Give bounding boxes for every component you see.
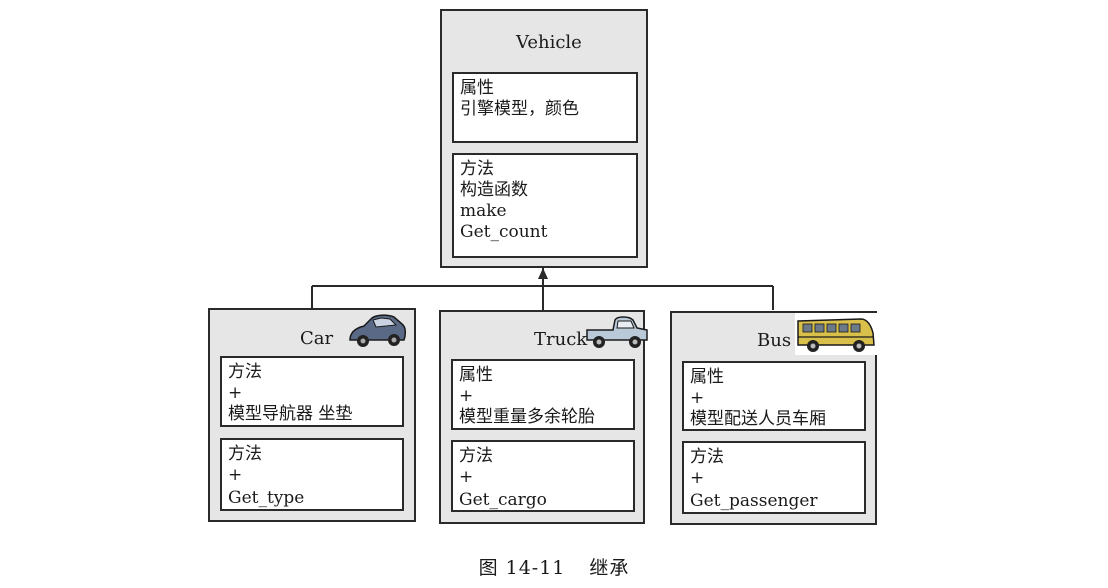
truck-section-2-heading: 方法 xyxy=(459,446,493,466)
bus-section-1-heading: 属性 xyxy=(690,367,724,387)
vehicle-methods-section: 方法 构造函数 make Get_count xyxy=(452,153,638,258)
truck-section-1-plus: + xyxy=(459,386,474,406)
vehicle-method-constructor: 构造函数 xyxy=(460,180,528,200)
bus-icon xyxy=(795,313,877,355)
truck-section-1-heading: 属性 xyxy=(459,365,493,385)
figure-number: 图 14-11 xyxy=(478,557,566,579)
inheritance-arrowhead xyxy=(538,268,548,279)
vehicle-method-make: make xyxy=(460,201,507,221)
figure-title: 继承 xyxy=(589,557,630,579)
bus-section-2-heading: 方法 xyxy=(690,447,724,467)
truck-section-2-plus: + xyxy=(459,467,474,487)
bus-section-1: 属性 + 模型配送人员车厢 xyxy=(682,361,866,431)
truck-section-1: 属性 + 模型重量多余轮胎 xyxy=(451,359,635,430)
figure-caption: 图 14-11 继承 xyxy=(0,553,1108,580)
bus-class-box: Bus 属性 + 模型配送人员车厢 方法 + Get_passenger xyxy=(670,311,877,525)
vehicle-attributes-heading: 属性 xyxy=(460,78,494,98)
car-icon xyxy=(349,314,407,347)
bus-section-1-members: 模型配送人员车厢 xyxy=(690,409,826,429)
truck-section-1-members: 模型重量多余轮胎 xyxy=(459,407,595,427)
vehicle-attributes-line: 引擎模型，颜色 xyxy=(460,99,579,119)
bus-section-1-plus: + xyxy=(690,388,705,408)
truck-method-get-cargo: Get_cargo xyxy=(459,490,547,510)
car-method-get-type: Get_type xyxy=(228,488,305,508)
bus-class-title: Bus xyxy=(757,330,792,351)
car-section-1: 方法 + 模型导航器 坐垫 xyxy=(220,356,404,427)
car-section-1-plus: + xyxy=(228,383,243,403)
truck-class-title: Truck xyxy=(534,329,588,350)
car-class-title: Car xyxy=(300,328,334,349)
car-section-2-heading: 方法 xyxy=(228,444,262,464)
car-section-1-members: 模型导航器 坐垫 xyxy=(228,404,353,424)
bus-method-get-passenger: Get_passenger xyxy=(690,491,818,511)
vehicle-methods-heading: 方法 xyxy=(460,159,494,179)
vehicle-class-box: Vehicle 属性 引擎模型，颜色 方法 构造函数 make Get_coun… xyxy=(440,9,648,268)
vehicle-class-title: Vehicle xyxy=(516,32,582,53)
car-section-2-plus: + xyxy=(228,465,243,485)
car-class-box: Car 方法 + 模型导航器 坐垫 方法 + Get_type xyxy=(208,308,416,522)
truck-class-box: Truck 属性 + 模型重量多余轮胎 方法 + Get_cargo xyxy=(439,310,648,524)
truck-icon xyxy=(586,316,648,348)
bus-section-2: 方法 + Get_passenger xyxy=(682,441,866,514)
bus-section-2-plus: + xyxy=(690,468,705,488)
vehicle-method-get-count: Get_count xyxy=(460,222,548,242)
truck-section-2: 方法 + Get_cargo xyxy=(451,440,635,512)
car-section-1-heading: 方法 xyxy=(228,362,262,382)
car-section-2: 方法 + Get_type xyxy=(220,438,404,511)
vehicle-attributes-section: 属性 引擎模型，颜色 xyxy=(452,72,638,143)
